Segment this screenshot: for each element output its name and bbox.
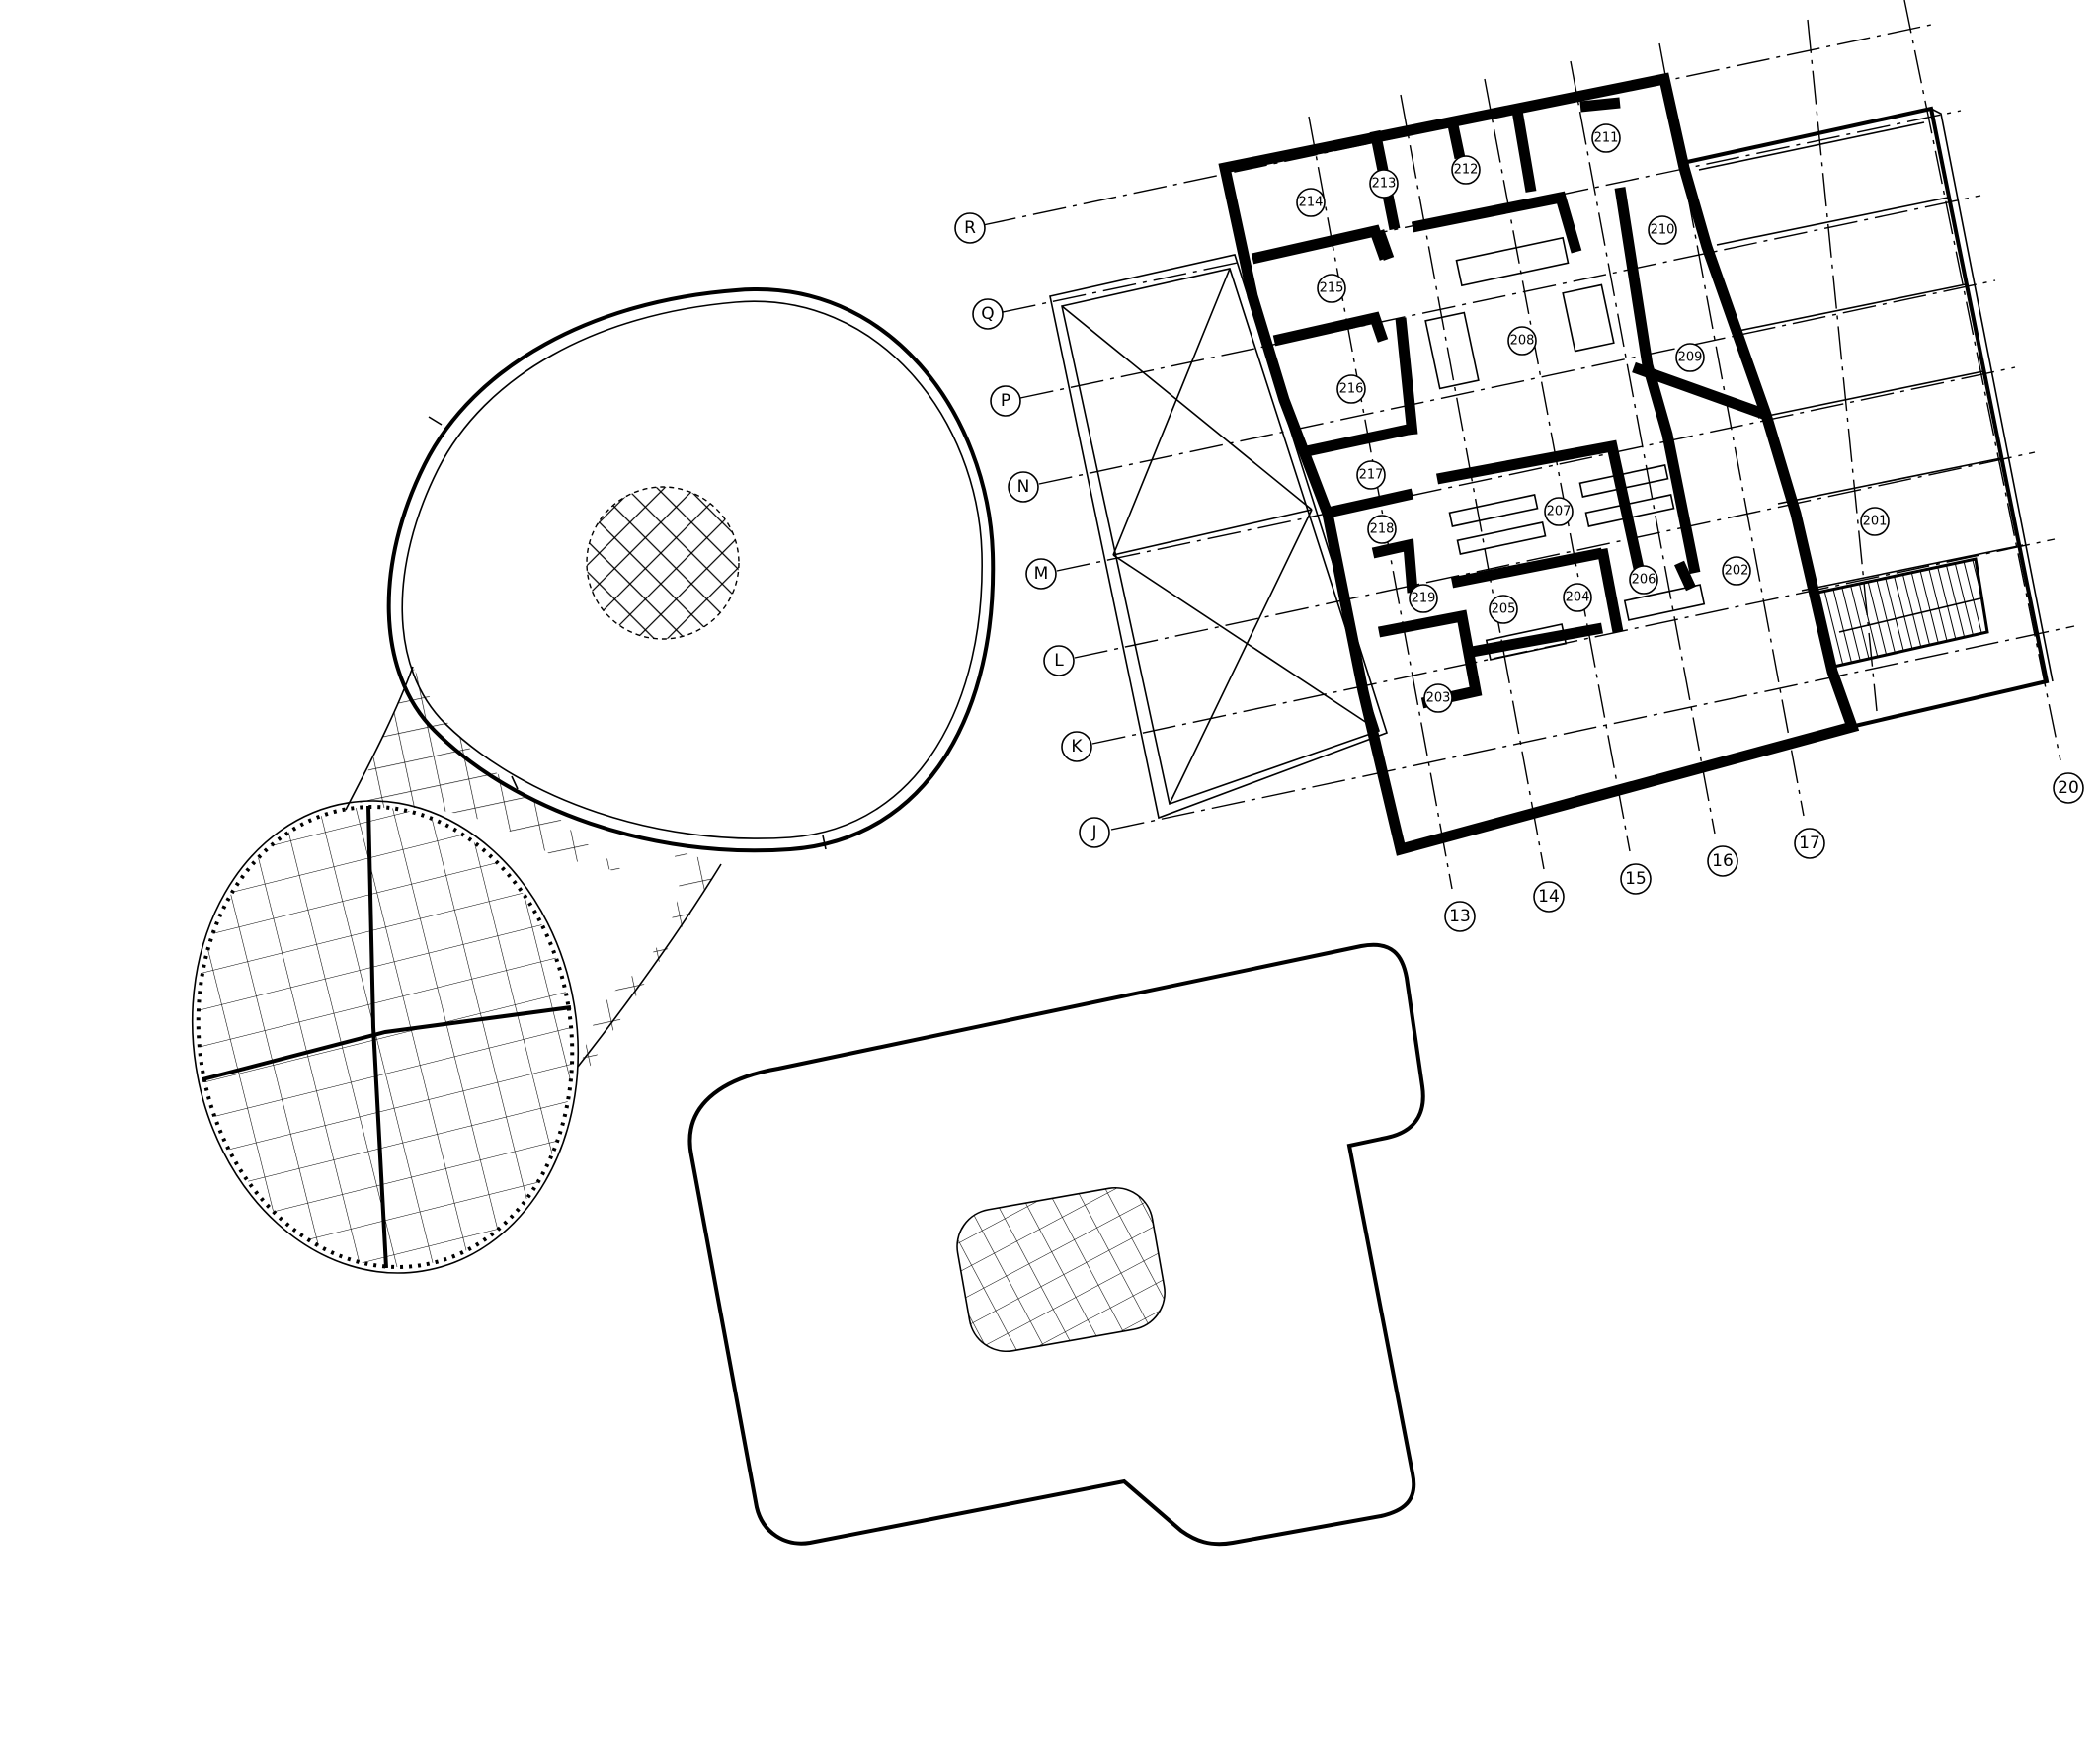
room-tag-211: 211 — [1591, 123, 1621, 153]
svg-text:16: 16 — [1712, 851, 1734, 871]
svg-text:218: 218 — [1370, 522, 1395, 537]
row-bubbles: R Q P N M L K J — [954, 212, 1110, 848]
svg-text:210: 210 — [1651, 223, 1675, 238]
room-tag-210: 210 — [1648, 215, 1677, 245]
room-tag-219: 219 — [1409, 584, 1438, 613]
room-tag-215: 215 — [1317, 274, 1346, 303]
svg-text:211: 211 — [1594, 131, 1619, 146]
room-tag-209: 209 — [1675, 343, 1705, 372]
lower-building-outline — [687, 942, 1425, 1547]
svg-text:204: 204 — [1566, 591, 1590, 605]
grid-bubble-15: 15 — [1620, 863, 1652, 895]
svg-text:208: 208 — [1510, 334, 1535, 349]
svg-text:Q: Q — [981, 304, 994, 324]
svg-text:207: 207 — [1547, 505, 1572, 519]
room-tag-214: 214 — [1296, 188, 1326, 217]
grid-bubble-Q: Q — [972, 298, 1004, 330]
room-tag-213: 213 — [1369, 169, 1399, 199]
svg-text:201: 201 — [1863, 515, 1888, 529]
svg-text:206: 206 — [1632, 573, 1656, 588]
svg-text:219: 219 — [1412, 592, 1436, 606]
grid-bubble-14: 14 — [1533, 881, 1565, 913]
room-tag-202: 202 — [1722, 556, 1751, 586]
room-tag-203: 203 — [1423, 683, 1453, 713]
svg-text:217: 217 — [1359, 468, 1384, 483]
room-tag-205: 205 — [1489, 595, 1518, 624]
svg-text:205: 205 — [1492, 602, 1516, 617]
svg-text:L: L — [1054, 651, 1064, 671]
svg-text:J: J — [1090, 823, 1096, 842]
pyramid-roof — [1049, 254, 1388, 820]
svg-text:15: 15 — [1625, 869, 1647, 889]
grid-lines-rows — [982, 23, 2075, 831]
svg-text:13: 13 — [1449, 907, 1471, 926]
east-wing — [1686, 106, 2054, 728]
grid-bubble-20: 20 — [2053, 772, 2084, 804]
svg-text:14: 14 — [1538, 887, 1560, 907]
svg-text:203: 203 — [1426, 691, 1451, 706]
grid-bubble-13: 13 — [1444, 901, 1476, 932]
svg-text:215: 215 — [1320, 281, 1344, 296]
room-tags: 201 202 203 204 205 206 207 208 209 210 … — [1296, 123, 1890, 713]
room-tag-207: 207 — [1544, 497, 1574, 526]
grid-bubble-K: K — [1061, 731, 1092, 762]
grid-bubble-J: J — [1079, 817, 1110, 848]
svg-text:20: 20 — [2058, 778, 2079, 798]
room-tag-216: 216 — [1336, 374, 1366, 404]
svg-text:M: M — [1034, 564, 1049, 584]
grid-bubble-L: L — [1043, 645, 1075, 676]
svg-text:214: 214 — [1299, 196, 1324, 210]
svg-text:213: 213 — [1372, 177, 1397, 192]
room-tag-218: 218 — [1367, 515, 1397, 544]
svg-text:216: 216 — [1339, 382, 1364, 397]
svg-text:209: 209 — [1678, 351, 1703, 365]
room-tag-204: 204 — [1563, 583, 1592, 612]
grid-bubble-P: P — [990, 385, 1021, 417]
grid-bubble-N: N — [1008, 471, 1039, 503]
svg-text:N: N — [1017, 477, 1030, 497]
paved-plaza-ellipse — [191, 800, 580, 1274]
room-tag-217: 217 — [1356, 460, 1386, 490]
room-tag-212: 212 — [1451, 155, 1481, 185]
grid-bubble-16: 16 — [1707, 845, 1738, 877]
col-bubbles: 13 14 15 16 17 20 — [1444, 772, 2084, 932]
grid-bubble-M: M — [1025, 558, 1057, 590]
svg-text:212: 212 — [1454, 163, 1479, 178]
room-tag-208: 208 — [1507, 326, 1537, 356]
svg-text:R: R — [964, 218, 976, 238]
room-tag-201: 201 — [1860, 507, 1890, 536]
grid-bubble-R: R — [954, 212, 986, 244]
svg-text:17: 17 — [1799, 834, 1820, 853]
room-tag-206: 206 — [1629, 565, 1658, 595]
grid-bubble-17: 17 — [1794, 828, 1825, 859]
ellipse-roof-structure — [386, 287, 996, 853]
svg-text:202: 202 — [1725, 564, 1749, 579]
svg-text:P: P — [1001, 391, 1010, 411]
svg-text:K: K — [1071, 737, 1083, 756]
